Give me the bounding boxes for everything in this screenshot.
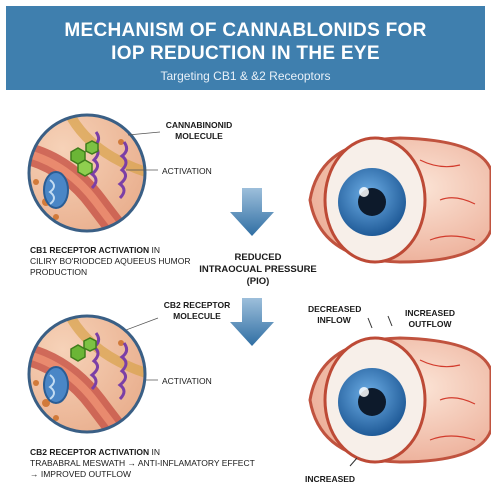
decreased-inflow-label: DECREASED INFLOW	[308, 304, 360, 326]
increased-outflow-label: INCREASED OUTFLOW	[400, 308, 460, 330]
bottom-increased-label: INCREASED	[305, 474, 355, 485]
